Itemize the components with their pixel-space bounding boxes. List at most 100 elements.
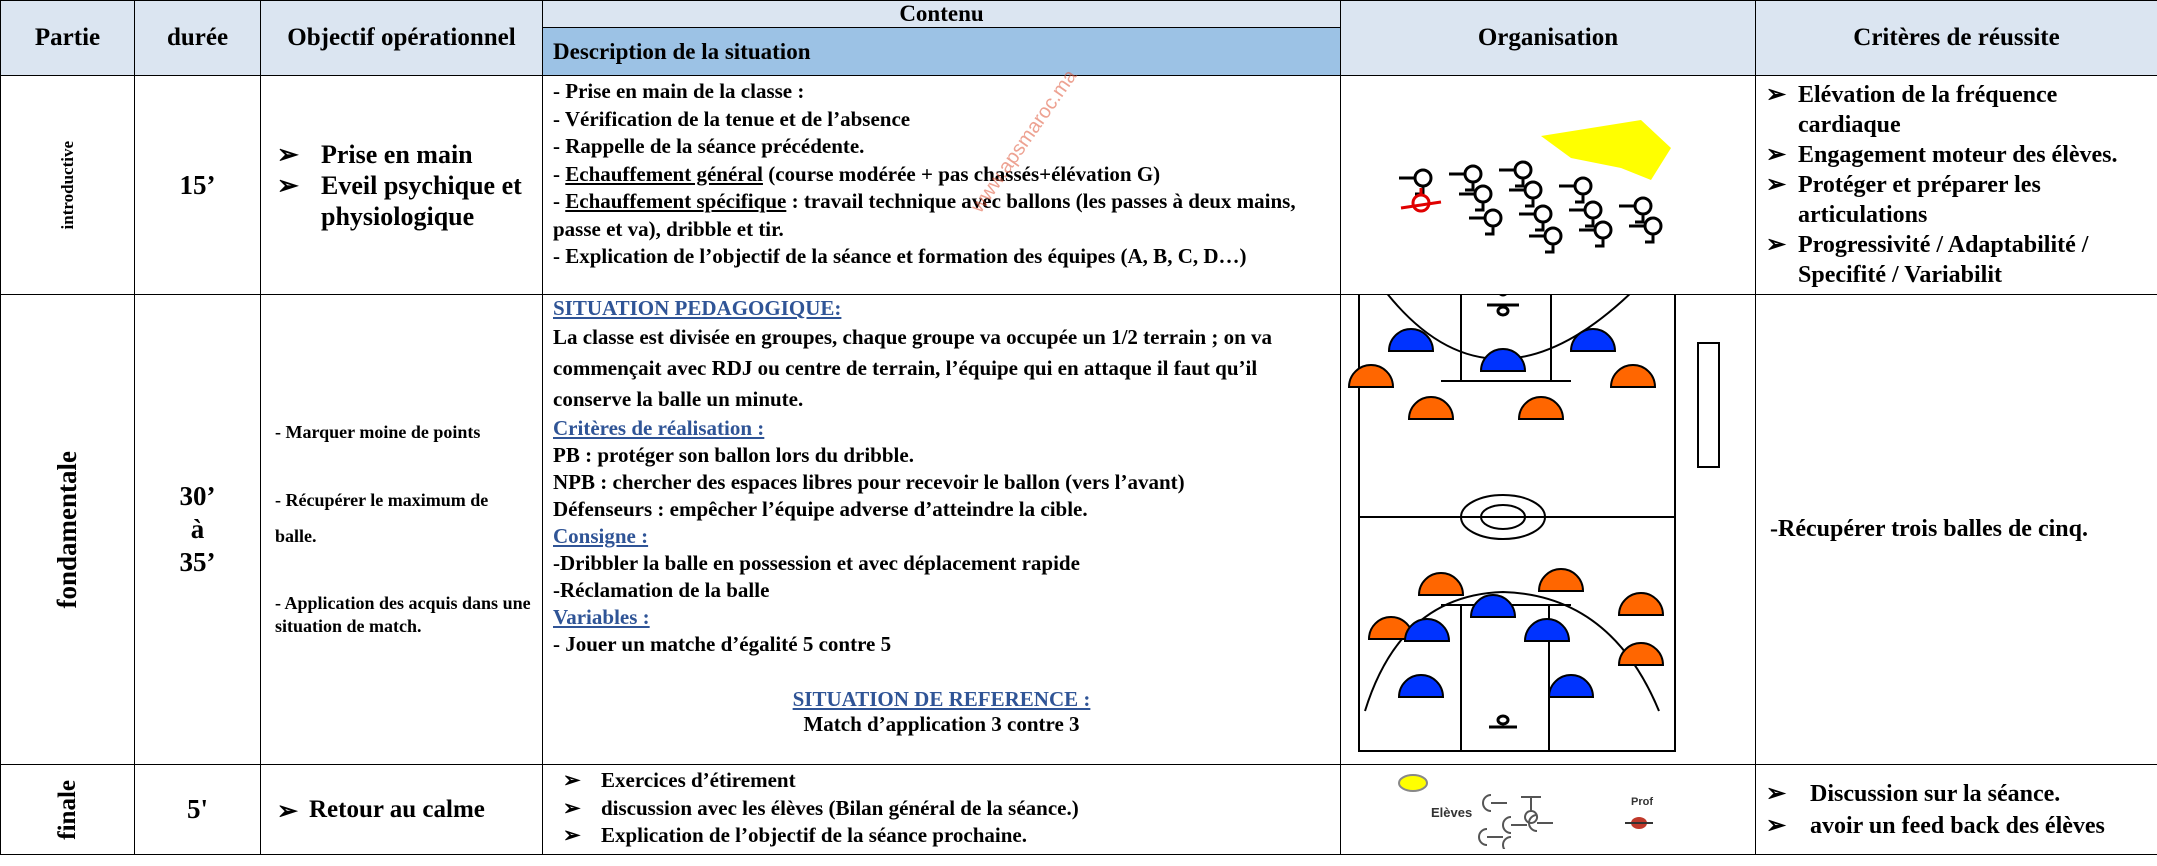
critere-item: Discussion sur la séance. [1764,778,2149,810]
player-blue [1387,328,1435,352]
duree-finale: 5' [134,764,261,855]
player-orange [1617,592,1665,616]
player-orange [1617,642,1665,666]
cooldown-diagram: Elèves Prof [1398,774,1653,854]
organisation-fond [1340,282,1756,765]
contenu-line: - Echauffement spécifique : travail tech… [553,188,1330,243]
critere-realisation: PB : protéger son ballon lors du dribble… [553,443,914,467]
player-blue [1397,674,1445,698]
contenu-line: - Echauffement général (course modérée +… [553,161,1330,189]
contenu-item: discussion avec les élèves (Bilan généra… [561,795,1330,823]
contenu-line: - Prise en main de la classe : [553,79,805,103]
situation-reference-text: Match d’application 3 contre 3 [803,712,1080,736]
student-icon [1449,164,1483,191]
echauffement-specifique: Echauffement spécifique [565,189,787,213]
partie-label: fondamentale [52,450,82,609]
student-icon [1579,220,1613,247]
line-rest: (course modérée + pas chassés+élévation … [762,161,1161,186]
critere-item: Protéger et préparer les articulations [1764,170,2149,230]
header-description: Description de la situation [542,27,1341,76]
header-objectif: Objectif opérationnel [260,0,543,76]
situation-reference-title: SITUATION DE REFERENCE : [792,687,1091,711]
consigne-title: Consigne : [553,524,649,548]
echauffement-general: Echauffement général [565,161,763,186]
header-organisation: Organisation [1340,0,1756,76]
criteres-finale: Discussion sur la séance. avoir un feed … [1755,764,2157,855]
student-icon [1619,196,1653,223]
critere-realisation: NPB : chercher des espaces libres pour r… [553,470,1185,494]
critere-item: Elévation de la fréquence cardiaque [1764,80,2149,140]
student-icon [1519,204,1553,231]
player-orange [1407,396,1455,420]
prof-icon [1625,817,1653,829]
header-contenu: Contenu [542,0,1341,28]
header-criteres: Critères de réussite [1755,0,2157,76]
critere-fond: -Récupérer trois balles de cinq. [1755,294,2157,765]
teacher-icon [1400,187,1442,212]
player-blue [1569,328,1617,352]
contenu-item: Explication de l’objectif de la séance p… [561,822,1330,850]
student-icon [1509,180,1543,207]
students-group [1399,160,1663,253]
student-icon [1559,176,1593,203]
situation-pedagogique-title: SITUATION PEDAGOGIQUE: [553,296,842,320]
variable-line: - Jouer un matche d’égalité 5 contre 5 [553,632,892,656]
students-group [1478,794,1553,854]
objectif-fond: - Marquer moine de points - Récupérer le… [260,294,543,765]
variables-title: Variables : [553,605,650,629]
critere-realisation: Défenseurs : empêcher l’équipe adverse d… [553,497,1088,521]
critere-item: avoir un feed back des élèves [1764,810,2149,842]
situation-pedagogique-text: La classe est divisée en groupes, chaque… [553,325,1273,411]
partie-fondamentale: fondamentale [0,294,135,765]
objectif-item: - Marquer moine de points [275,422,481,442]
player-orange [1609,364,1657,388]
objectif-item: Retour au calme [275,796,528,826]
objectif-item: - Récupérer le maximum de balle. [275,490,489,546]
eleves-label: Elèves [1431,805,1472,820]
basketball-court-diagram [1347,282,1720,752]
student-icon [1569,200,1603,227]
contenu-intro: - Prise en main de la classe : - Vérific… [542,75,1341,295]
partie-label: introductive [57,140,77,230]
objectif-item: Prise en main [275,139,532,170]
student-icon [1469,208,1503,235]
student-icon [1629,216,1663,243]
contenu-line: - Vérification de la tenue et de l’absen… [553,106,911,131]
warmup-diagram [1399,119,1671,253]
player-blue [1479,348,1527,372]
student-icon [1499,160,1533,187]
duree-line: 35’ [179,547,216,577]
contenu-line: - Explication de l’objectif de la séance… [553,244,1247,268]
objectif-item: Eveil psychique et physiologique [275,170,532,232]
objectif-finale: Retour au calme [260,764,543,855]
partie-introductive: introductive [0,75,135,295]
player-orange [1537,568,1585,592]
consigne-line: -Dribbler la balle en possession et avec… [553,551,1080,575]
player-orange [1417,572,1465,596]
player-blue [1523,618,1571,642]
duree-intro: 15’ [134,75,261,295]
organisation-intro [1340,75,1756,295]
contenu-fond: SITUATION PEDAGOGIQUE: La classe est div… [542,294,1341,765]
partie-label: finale [53,779,81,840]
objectif-intro: Prise en main Eveil psychique et physiol… [260,75,543,295]
organisation-finale: Elèves Prof [1340,764,1756,855]
contenu-finale: Exercices d’étirement discussion avec le… [542,764,1341,855]
criteres-intro: Elévation de la fréquence cardiaque Enga… [1755,75,2157,295]
sun-area [1541,119,1671,180]
duree-line: à [190,514,205,544]
contenu-item: Exercices d’étirement [561,767,1330,795]
players-group [1347,328,1665,698]
player-blue [1469,594,1517,618]
player-blue [1403,618,1451,642]
player-blue [1547,674,1595,698]
player-orange [1347,364,1395,388]
contenu-line: - Rappelle de la séance précédente. [553,134,865,158]
critere-item: Progressivité / Adaptabilité / Specifité… [1764,230,2149,290]
ball-icon [1398,774,1428,792]
duree-line: 30’ [179,481,216,511]
prof-label: Prof [1631,796,1653,808]
header-duree: durée [134,0,261,76]
line-prefix: - [553,161,566,186]
header-partie: Partie [0,0,135,76]
